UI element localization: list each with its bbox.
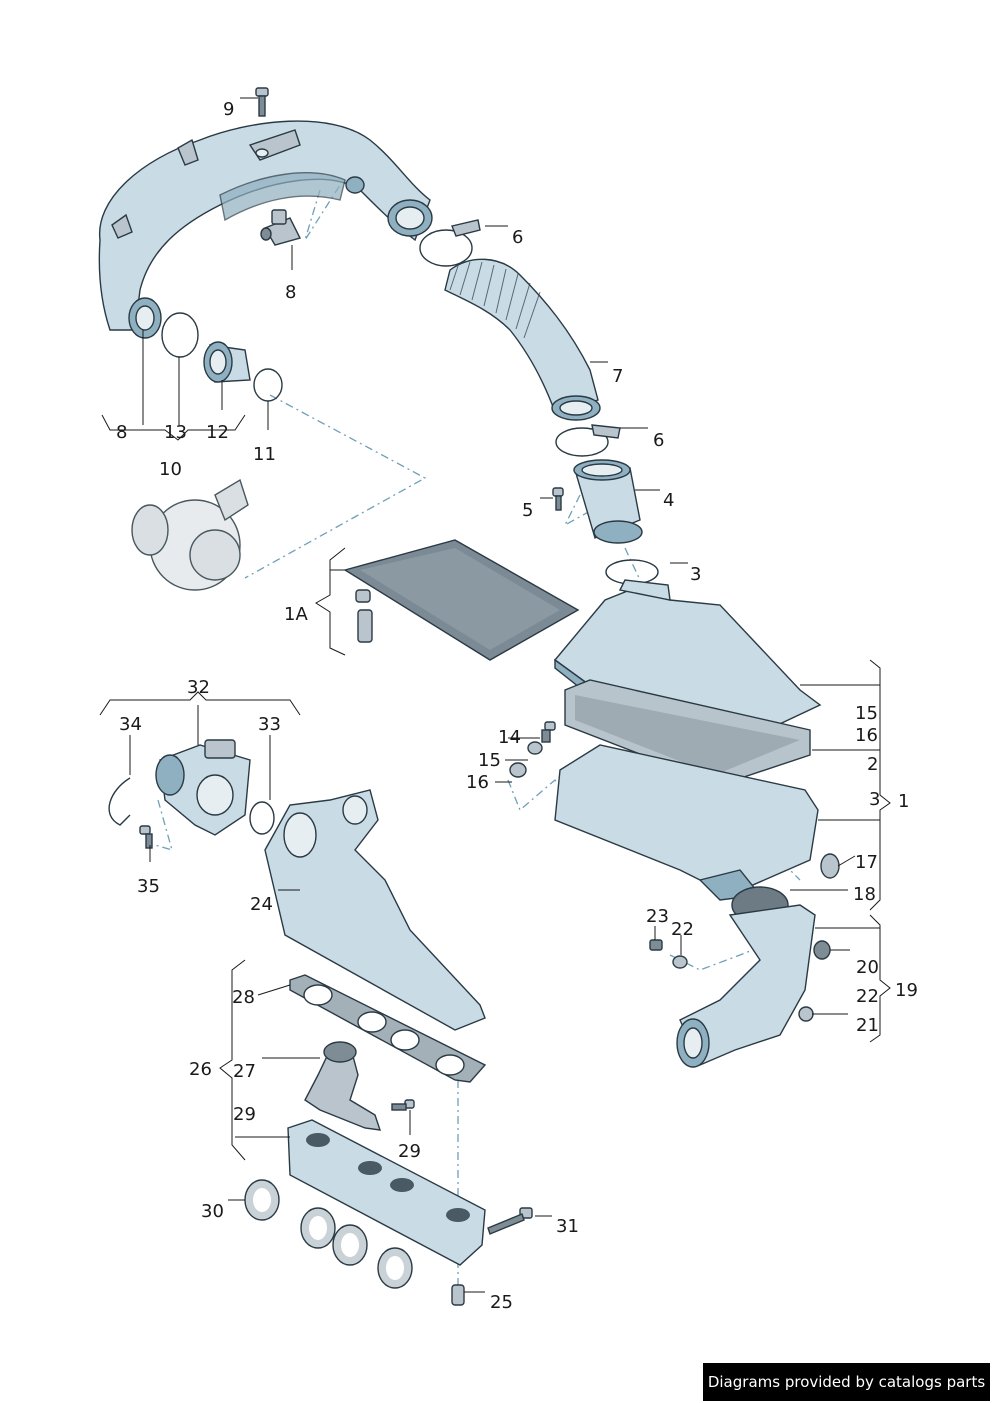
clamp-11 [253,368,283,402]
label-16: 16 [466,772,489,793]
bush-17 [820,853,840,879]
air-filter-housing-lower [554,744,819,901]
leader-lines [99,97,891,1293]
label-35: 35 [137,876,160,897]
o-ring-33 [249,801,275,835]
label-26: 26 [189,1059,212,1080]
bolt-9 [255,87,269,117]
label-28: 28 [232,987,255,1008]
small-parts-1a [355,589,373,643]
hose-clamp-6-upper [419,219,481,267]
sleeve-12 [203,341,251,383]
label-21: 21 [856,1015,879,1036]
filter-element-2 [564,679,811,786]
label-34: 34 [119,714,142,735]
label-15-right: 15 [855,703,878,724]
part-number-labels: 9 6 8 7 8 13 12 11 10 6 5 4 3 1A 32 34 3… [116,99,918,1313]
label-19: 19 [895,980,918,1001]
intake-duct-19 [676,904,816,1068]
label-1: 1 [898,791,909,812]
nut-23 [649,939,663,951]
bolt-35 [139,825,153,849]
clamp-13 [161,312,199,358]
label-10: 10 [159,459,182,480]
credit-banner: Diagrams provided by catalogs parts [703,1363,990,1401]
intake-manifold-lower [287,1119,486,1266]
connector-pipe-4 [573,459,643,544]
label-5: 5 [522,500,533,521]
label-3-oring: 3 [690,564,701,585]
air-filter-element-1a [343,539,580,661]
grommet-21 [798,1006,814,1022]
label-9: 9 [223,99,234,120]
hose-clamp-6-lower [555,424,621,457]
throttle-body-32 [155,739,251,836]
label-8-pipe: 8 [116,422,127,443]
label-15: 15 [478,750,501,771]
label-18: 18 [853,884,876,905]
label-8-sensor: 8 [285,282,296,303]
label-29-left: 29 [233,1104,256,1125]
label-31: 31 [556,1216,579,1237]
label-20: 20 [856,957,879,978]
corrugated-hose-7 [444,258,601,421]
label-23: 23 [646,906,669,927]
label-7: 7 [612,366,623,387]
bolt-5 [552,487,564,511]
grommet-22 [672,955,688,969]
label-32: 32 [187,677,210,698]
label-16-right: 16 [855,725,878,746]
actuator-27 [304,1041,382,1131]
grommet-20 [813,940,831,960]
label-30: 30 [201,1201,224,1222]
bolt-29 [391,1099,415,1111]
label-33: 33 [258,714,281,735]
gasket-30 [244,1179,413,1289]
label-24: 24 [250,894,273,915]
retaining-clip-34 [108,777,131,826]
grommet-16 [509,762,527,778]
charge-air-pipe [98,120,433,339]
bolt-31 [487,1207,533,1235]
label-27: 27 [233,1061,256,1082]
gasket-28 [289,974,487,1083]
label-25: 25 [490,1292,513,1313]
label-14: 14 [498,727,521,748]
label-4: 4 [663,490,674,511]
label-12: 12 [206,422,229,443]
label-13: 13 [164,422,187,443]
label-29-bolt: 29 [398,1141,421,1162]
label-22-right: 22 [856,986,879,1007]
label-6-upper: 6 [512,227,523,248]
turbocharger [131,478,249,591]
label-11: 11 [253,444,276,465]
label-22-left: 22 [671,919,694,940]
bolt-25 [451,1284,465,1306]
label-17: 17 [855,852,878,873]
bolt-14 [541,721,556,743]
label-6-lower: 6 [653,430,664,451]
label-3-housing: 3 [869,789,880,810]
grommet-15 [527,741,543,755]
sensor-8 [260,209,302,246]
credit-text: Diagrams provided by catalogs parts [707,1373,986,1391]
intake-manifold-24 [264,789,486,1031]
label-2: 2 [867,754,878,775]
label-1a: 1A [284,604,308,625]
